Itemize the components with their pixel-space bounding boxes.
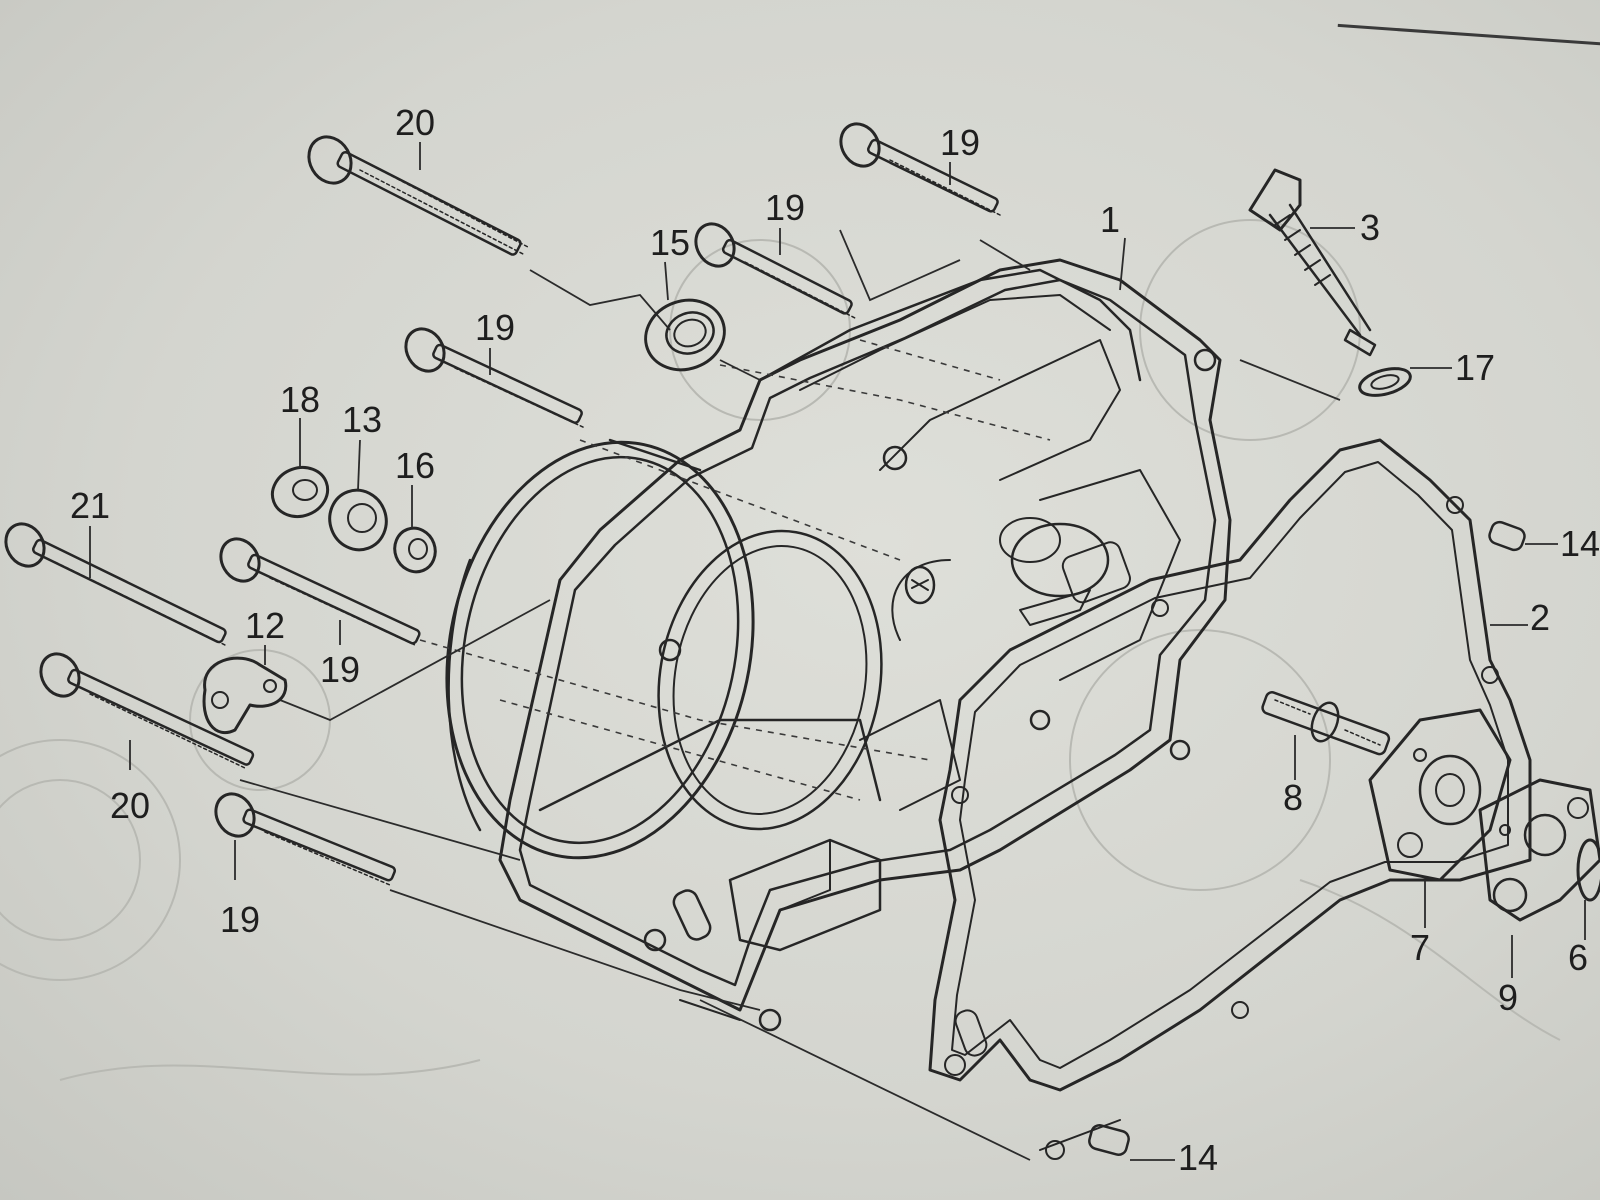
label-18: 18 [280,379,320,420]
label-14-upper: 14 [1560,523,1600,564]
label-3: 3 [1360,207,1380,248]
label-9: 9 [1498,977,1518,1018]
shaft-8 [1261,691,1391,756]
label-19-middle-left: 19 [320,649,360,690]
label-19-bottom-left: 19 [220,899,260,940]
label-14-lower: 14 [1178,1137,1218,1178]
bolt-20-lower [39,652,255,769]
bolt-19-left-upper [404,327,586,429]
washer-13 [328,488,388,552]
assembly-lines [239,229,1341,1161]
seal-6 [1576,838,1600,902]
bolt-20-upper [307,135,529,256]
label-19-left-upper: 19 [475,307,515,348]
washer-16 [393,526,437,574]
clamp-12 [202,656,288,734]
label-7: 7 [1410,927,1430,968]
cover-housing [445,258,1232,1032]
dowel-pin-14-lower [1088,1124,1130,1156]
bolt-21 [4,522,227,646]
pump-body-7 [1368,708,1512,882]
dowel-pin-14-upper [1488,520,1526,552]
gasket [928,438,1532,1160]
label-15: 15 [650,222,690,263]
label-21: 21 [70,485,110,526]
label-19-upper-middle: 19 [765,187,805,228]
label-12: 12 [245,605,285,646]
bolt-19-middle-left [219,537,421,646]
o-ring-17 [1358,367,1412,397]
label-20-upper: 20 [395,102,435,143]
label-19-top-right: 19 [940,122,980,163]
label-8: 8 [1283,777,1303,818]
bolt-19-bottom-left [214,792,397,886]
filler-cap-3 [1248,168,1377,357]
bearing-15 [644,298,726,372]
nut-18 [270,465,330,519]
label-16: 16 [395,445,435,486]
label-6: 6 [1568,937,1588,978]
label-leaders [89,142,1586,1161]
bolt-19-upper-middle [694,222,856,319]
bolt-19-top-right [839,122,1001,216]
label-20-lower: 20 [110,785,150,826]
label-17: 17 [1455,347,1495,388]
label-13: 13 [342,399,382,440]
label-2: 2 [1530,597,1550,638]
part-labels: 20 19 19 15 19 18 13 16 21 12 19 20 19 1… [70,102,1600,1178]
label-1: 1 [1100,199,1120,240]
